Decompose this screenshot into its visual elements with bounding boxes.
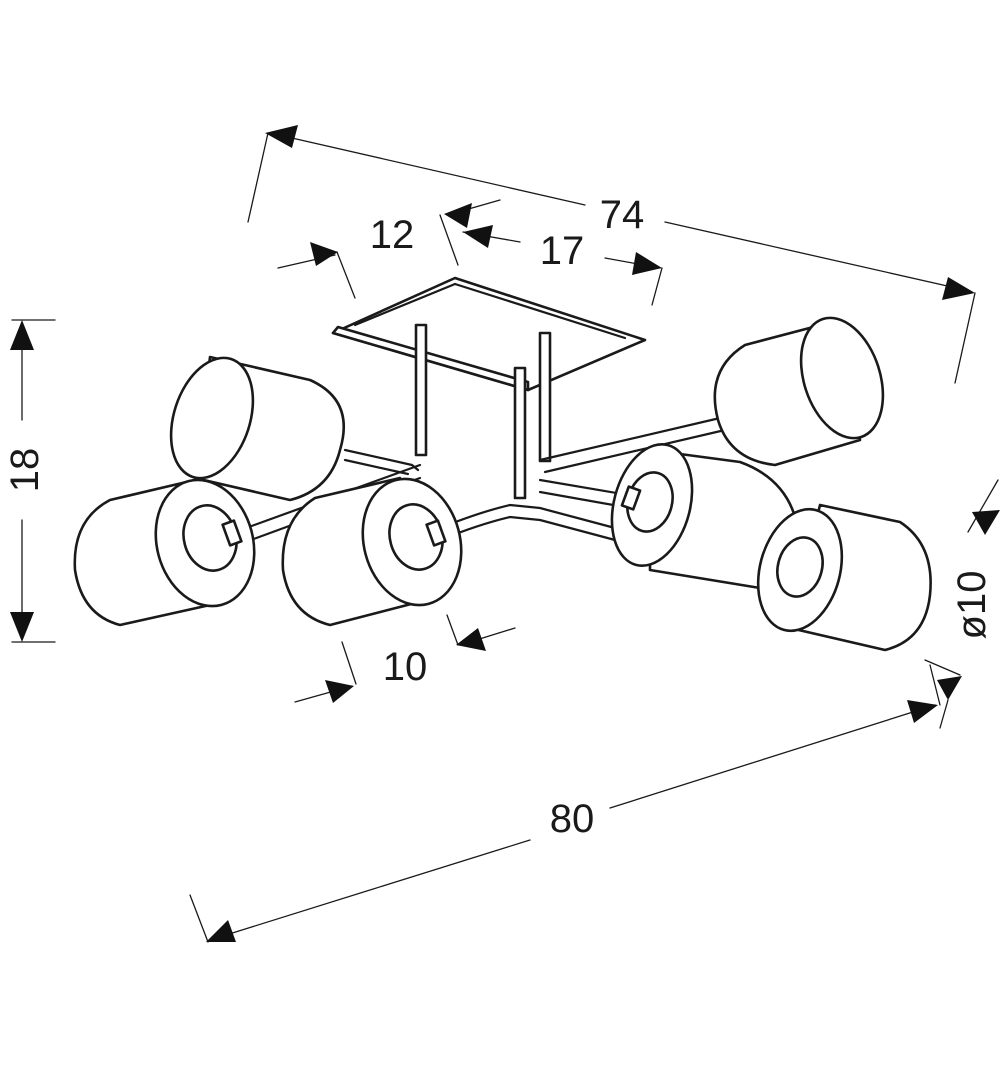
dimension-74-label: 74	[600, 193, 645, 237]
vertical-rods	[414, 323, 552, 500]
dimension-12: 12	[277, 199, 501, 299]
dimension-80-label: 80	[550, 797, 595, 841]
dimension-10: 10	[294, 614, 516, 703]
dimension-10-label: 10	[383, 645, 428, 689]
dimension-18: 18	[3, 319, 56, 643]
ceiling-plate	[331, 276, 647, 392]
dimension-18-label: 18	[3, 448, 47, 493]
lamp-shade-front-left	[73, 478, 256, 627]
dimension-17: 17	[462, 225, 663, 306]
dimension-diameter-10-label: ø10	[950, 571, 994, 640]
dimension-diameter-10: ø10	[924, 479, 1000, 729]
lamp-shade-back-right	[713, 316, 885, 467]
lamp-shade-front-center-right	[610, 443, 800, 590]
lamp-shade-front-right	[756, 503, 932, 652]
lamp-shade-back-left	[169, 355, 345, 502]
dimension-12-label: 12	[370, 213, 415, 257]
dimension-17-label: 17	[540, 229, 585, 273]
lamp-shade-front-center-left	[281, 476, 463, 627]
dimension-74: 74	[247, 125, 976, 384]
dimension-80: 80	[189, 664, 941, 943]
